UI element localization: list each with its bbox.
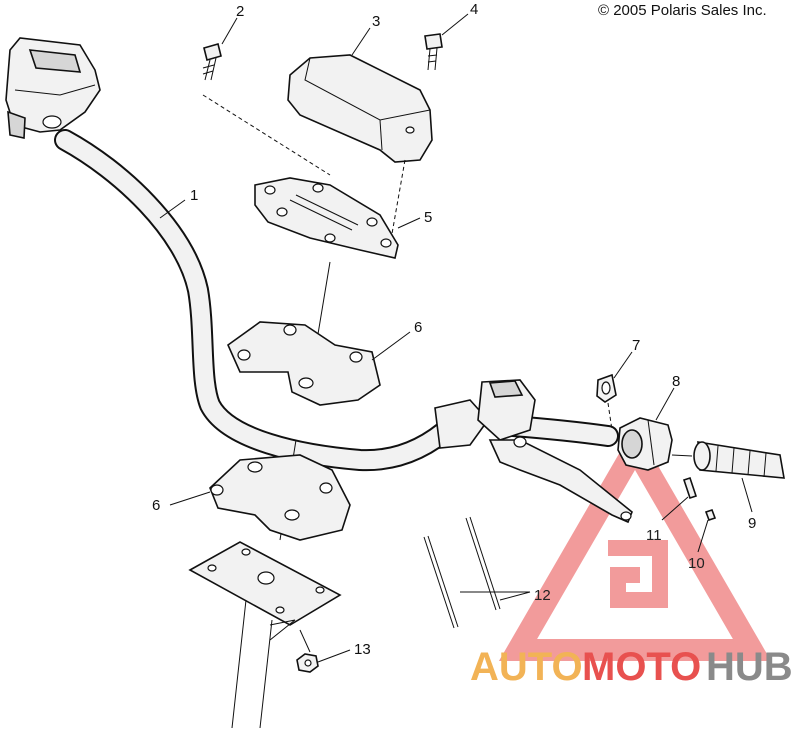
watermark-word-hub: HUB [706, 645, 793, 689]
bolt-2 [202, 43, 222, 81]
steering-post [231, 599, 296, 729]
throttle-housing [5, 37, 101, 139]
callout-6-upper: 6 [414, 319, 422, 336]
callout-11: 11 [646, 527, 662, 544]
ring-7 [596, 373, 617, 431]
callout-labels: 1 2 3 4 5 6 6 7 8 9 10 11 12 13 [152, 1, 756, 658]
top-plate [254, 177, 399, 259]
handlebar-pad [287, 54, 433, 163]
callout-12: 12 [534, 587, 551, 604]
nut-13 [296, 629, 319, 673]
mount-plate [188, 541, 342, 626]
rods-12 [423, 516, 501, 629]
lower-clamp [209, 439, 351, 541]
watermark-word-auto: AUTO [470, 645, 583, 689]
callout-1: 1 [190, 187, 198, 204]
watermark-g-icon [608, 540, 668, 608]
watermark-wordmark: AUTO MOTO HUB [470, 645, 793, 689]
callout-9: 9 [748, 515, 756, 532]
watermark-triangle-icon [498, 426, 772, 661]
callout-3: 3 [372, 13, 380, 30]
callout-5: 5 [424, 209, 432, 226]
copyright-notice: © 2005 Polaris Sales Inc. [598, 2, 767, 19]
leader-lines [159, 13, 753, 663]
watermark-word-moto: MOTO [582, 645, 701, 689]
callout-8: 8 [672, 373, 680, 390]
plug-10 [704, 508, 717, 522]
bolt-4 [424, 33, 443, 71]
upper-clamp [227, 261, 381, 406]
watermark-logo [498, 426, 772, 661]
callout-13: 13 [354, 641, 371, 658]
callout-4: 4 [470, 1, 478, 18]
hand-grip [671, 441, 785, 479]
switch-housing [617, 417, 673, 471]
brake-master-cylinder [434, 379, 633, 524]
pin-11 [682, 476, 698, 500]
callout-6-lower: 6 [152, 497, 160, 514]
callout-10: 10 [688, 555, 705, 572]
callout-2: 2 [236, 3, 244, 20]
callout-7: 7 [632, 337, 640, 354]
